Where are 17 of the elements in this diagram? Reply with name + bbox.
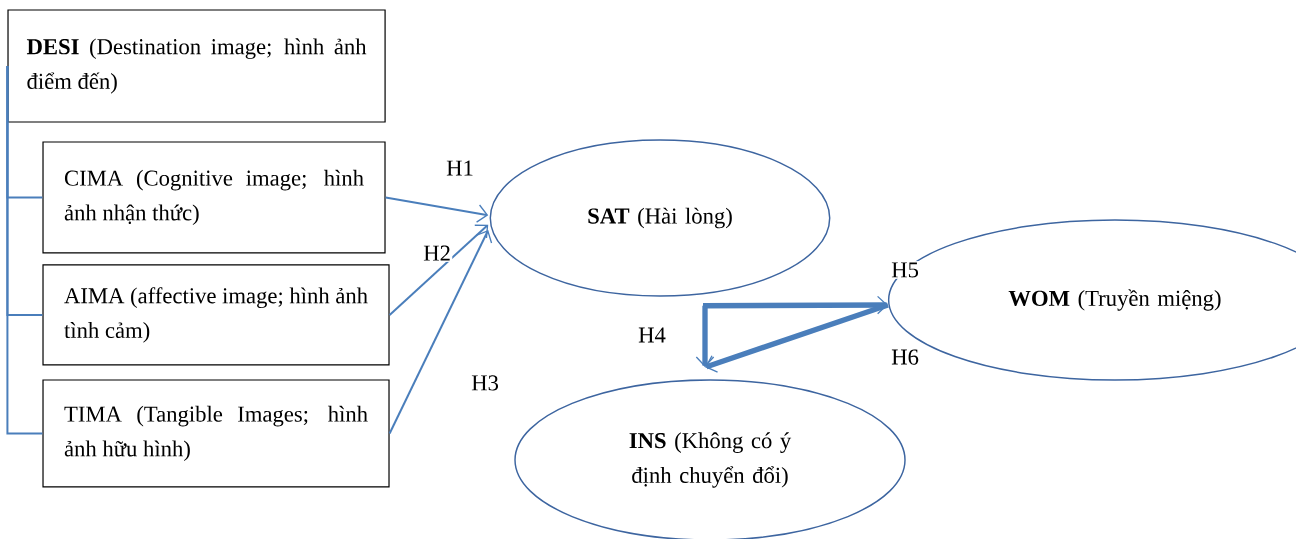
concept-box: CIMA (Cognitive image; hình ảnh nhận thức) bbox=[42, 141, 386, 254]
arrow bbox=[695, 305, 715, 368]
arrow bbox=[703, 295, 888, 315]
arrow bbox=[384, 196, 489, 223]
edge-label: H6 bbox=[889, 348, 921, 366]
edge-label: H2 bbox=[421, 244, 453, 262]
arrow bbox=[388, 230, 493, 435]
concept-box: TIMA (Tangible Images; hình ảnh hữu hình) bbox=[42, 379, 390, 488]
concept-box: AIMA (affective image; hình ảnh tình cảm) bbox=[42, 264, 390, 366]
edge-label: H1 bbox=[444, 159, 476, 177]
concept-box: DESI (Destination image; hình ảnh điểm đến) bbox=[7, 9, 386, 123]
arrow bbox=[388, 224, 489, 316]
connector-line bbox=[6, 65, 44, 435]
edge-label: H3 bbox=[469, 374, 501, 392]
edge-label: H4 bbox=[636, 326, 668, 344]
edge-label: H5 bbox=[889, 261, 921, 279]
arrow bbox=[705, 302, 889, 373]
